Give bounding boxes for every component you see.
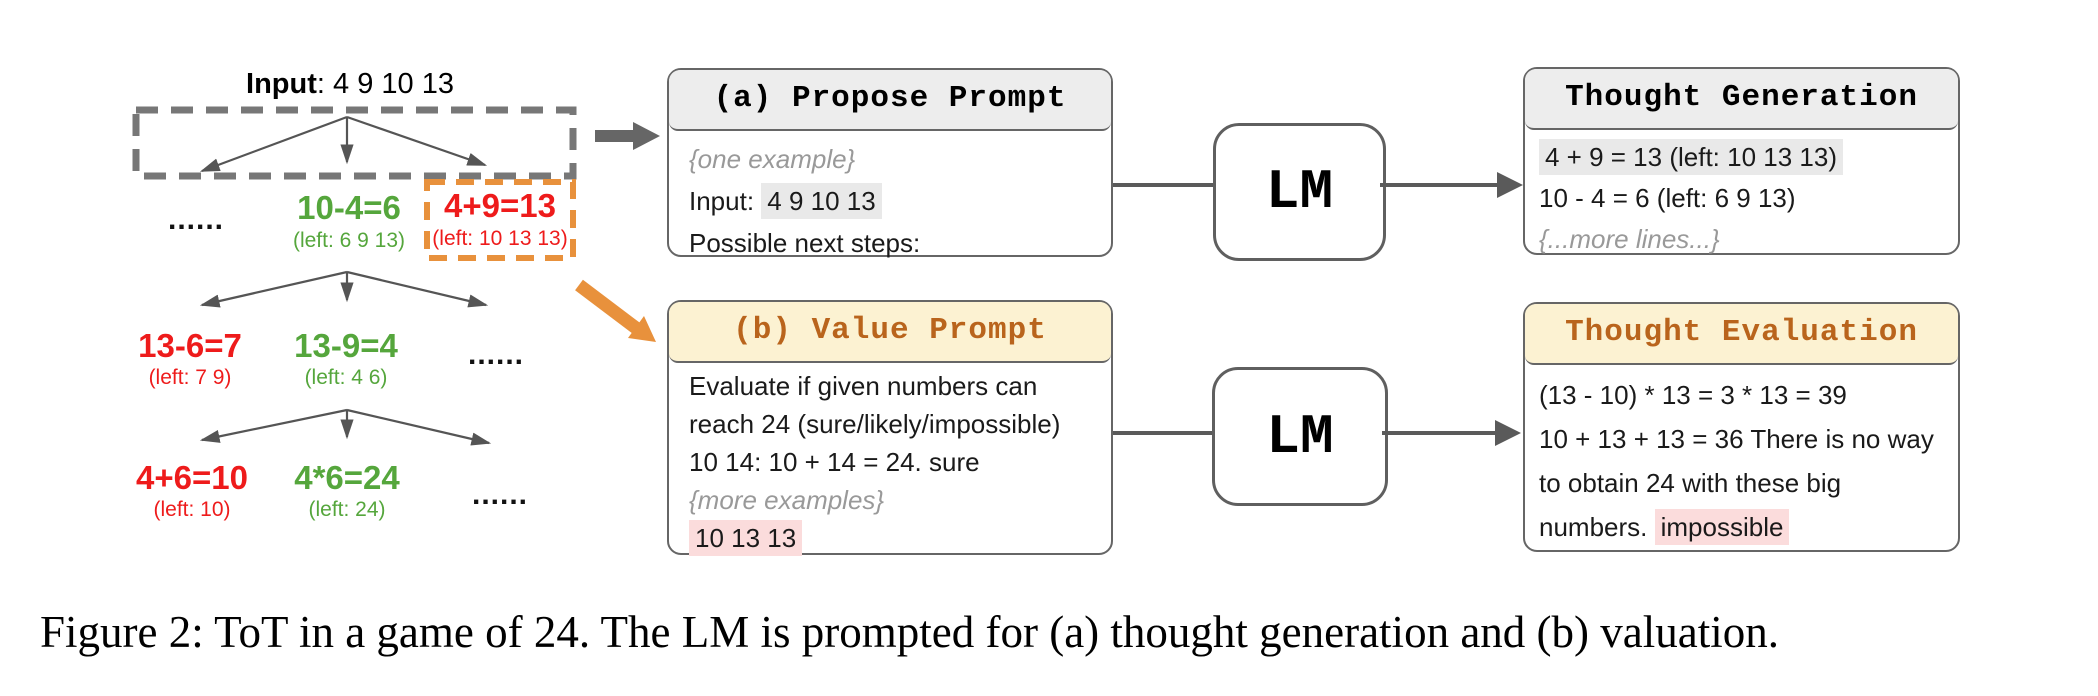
tree-node-equation: 13-9=4 xyxy=(294,327,398,364)
figure-caption: Figure 2: ToT in a game of 24. The LM is… xyxy=(40,607,1779,657)
tree-node-left: (left: 24) xyxy=(308,498,385,521)
value-prompt-panel: (b) Value Prompt Evaluate if given numbe… xyxy=(667,300,1113,557)
tree-branches-level-2 xyxy=(199,270,489,308)
tree-node-left: (left: 10 13 13) xyxy=(432,227,567,250)
value-line-2: reach 24 (sure/likely/impossible) xyxy=(689,409,1061,439)
value-numbers-highlight: 10 13 13 xyxy=(689,520,803,556)
evaluation-line-4: numbers. impossible xyxy=(1539,505,1958,549)
thought-generation-panel: Thought Generation 4 + 9 = 13 (left: 10 … xyxy=(1523,67,1960,255)
tree-input-label: Input: 4 9 10 13 xyxy=(246,68,454,100)
thought-evaluation-panel: Thought Evaluation (13 - 10) * 13 = 3 * … xyxy=(1523,302,1960,552)
tree-node-equation: 13-6=7 xyxy=(138,327,242,364)
value-line-1: Evaluate if given numbers can xyxy=(689,371,1038,401)
propose-line-input: Input: 4 9 10 13 xyxy=(689,180,1111,222)
input-word: Input xyxy=(246,68,317,100)
arrowhead-right-icon xyxy=(1497,172,1523,198)
orange-dashed-selection-box xyxy=(424,179,576,261)
value-prompt-title: (b) Value Prompt xyxy=(669,302,1111,363)
generation-line-more: {...more lines...} xyxy=(1539,224,1720,254)
propose-line-example: {one example} xyxy=(689,144,856,174)
tree-node-equation: 10-4=6 xyxy=(297,189,401,226)
evaluation-line-4-prefix: numbers. xyxy=(1539,512,1655,542)
tree-node-ellipsis: ...... xyxy=(168,203,224,236)
thought-evaluation-title: Thought Evaluation xyxy=(1525,304,1958,365)
tree-node-ellipsis: ...... xyxy=(468,338,524,371)
evaluation-line-3: to obtain 24 with these big xyxy=(1539,468,1842,498)
generation-line-1: 4 + 9 = 13 (left: 10 13 13) xyxy=(1539,137,1958,178)
tree-of-thoughts-diagram: Input: 4 9 10 13 ...... 10-4=6 (left: 6 … xyxy=(132,68,660,521)
flow-line-propose-to-lm xyxy=(1113,183,1213,187)
flow-line-value-to-lm xyxy=(1113,431,1212,435)
propose-input-numbers: 4 9 10 13 xyxy=(761,183,882,219)
tree-branches-level-3 xyxy=(199,408,492,446)
evaluation-line-2: 10 + 13 + 13 = 36 There is no way xyxy=(1539,424,1934,454)
value-line-more-examples: {more examples} xyxy=(689,485,885,515)
thought-generation-title: Thought Generation xyxy=(1525,69,1958,130)
orange-arrow-icon xyxy=(575,279,656,342)
propose-prompt-panel: (a) Propose Prompt {one example} Input: … xyxy=(667,68,1113,258)
generation-line-2: 10 - 4 = 6 (left: 6 9 13) xyxy=(1539,183,1796,213)
arrowhead-right-icon xyxy=(1495,420,1521,446)
propose-prompt-title: (a) Propose Prompt xyxy=(669,70,1111,131)
propose-input-prefix: Input: xyxy=(689,186,762,216)
flow-line-lm-to-evaluation xyxy=(1382,431,1497,435)
lm-box-bottom: LM xyxy=(1212,367,1388,506)
input-numbers: : 4 9 10 13 xyxy=(317,68,454,100)
tree-node-ellipsis: ...... xyxy=(472,478,528,511)
propose-line-next-steps: Possible next steps: xyxy=(689,228,921,258)
flow-line-lm-to-generation xyxy=(1380,183,1499,187)
tree-node-equation: 4+9=13 xyxy=(444,187,556,224)
evaluation-line-1: (13 - 10) * 13 = 3 * 13 = 39 xyxy=(1539,380,1847,410)
tree-node-left: (left: 4 6) xyxy=(305,366,388,389)
gray-dashed-selection-box xyxy=(132,106,577,180)
value-line-3: 10 14: 10 + 14 = 24. sure xyxy=(689,447,980,477)
tree-node-left: (left: 7 9) xyxy=(149,366,232,389)
lm-box-top: LM xyxy=(1213,123,1386,261)
generation-line-1-highlight: 4 + 9 = 13 (left: 10 13 13) xyxy=(1539,139,1843,175)
gray-arrow-icon xyxy=(595,122,660,150)
tree-node-left: (left: 10) xyxy=(153,498,230,521)
tree-node-left: (left: 6 9 13) xyxy=(293,229,405,252)
tree-node-equation: 4+6=10 xyxy=(136,459,248,496)
evaluation-impossible-highlight: impossible xyxy=(1654,509,1790,545)
tree-branches-level-1 xyxy=(199,115,488,173)
tree-node-equation: 4*6=24 xyxy=(294,459,400,496)
value-line-numbers: 10 13 13 xyxy=(689,519,1111,557)
